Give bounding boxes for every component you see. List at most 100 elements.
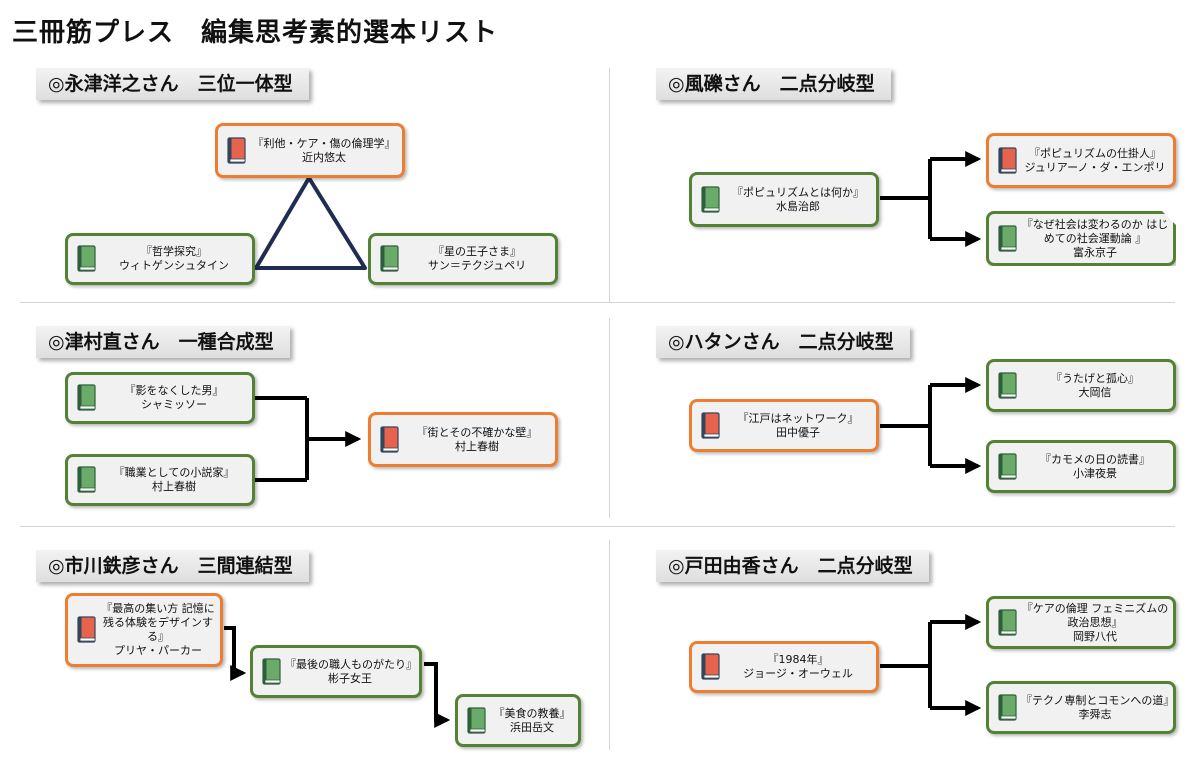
green-book-icon [997, 608, 1017, 636]
book-tsumura-result: 『街とその不確かな壁』村上春樹 [368, 412, 558, 467]
book-author: ウィトゲンシュタイン [119, 259, 229, 272]
book-hatan-source: 『江戸はネットワーク』田中優子 [689, 399, 879, 452]
book-tsumura-bottom: 『職業としての小説家』村上春樹 [65, 454, 255, 506]
green-book-icon [997, 371, 1017, 399]
book-text: 『最高の集い方 記憶に残る体験をデザインする』プリヤ・パーカー [100, 596, 216, 664]
book-text: 『影をなくした男』シャミッソー [100, 375, 248, 421]
green-book-icon [76, 245, 96, 272]
book-author: ジュリアーノ・ダ・エンポリ [1024, 160, 1166, 174]
book-toda-source: 『1984年』ジョージ・オーウェル [689, 641, 879, 693]
book-hatan-bottom: 『カモメの日の読書』小津夜景 [986, 440, 1176, 493]
book-title: 『星の王子さま』 [433, 245, 521, 258]
tsumura-merge-connector [255, 396, 362, 482]
section-label-tsumura: ◎津村直さん 一種合成型 [36, 326, 290, 358]
toda-branch-connector [880, 614, 982, 716]
book-author: 富永京子 [1073, 245, 1117, 259]
row-divider [20, 526, 1175, 527]
triad-triangle [254, 176, 367, 270]
green-book-icon [76, 384, 96, 411]
book-ichikawa-first: 『最高の集い方 記憶に残る体験をデザインする』プリヤ・パーカー [65, 593, 223, 667]
book-author: ジョージ・オーウェル [743, 667, 853, 680]
book-title: 『ケアの倫理 フェミニズムの政治思想』 [1021, 601, 1169, 629]
book-text: 『うたげと孤心』大岡信 [1021, 362, 1169, 409]
book-text: 『テクノ専制とコモンへの道』李舜志 [1021, 684, 1175, 731]
green-book-icon [76, 466, 96, 493]
book-author: 李舜志 [1078, 707, 1112, 721]
section-label-nagatsu: ◎永津洋之さん 三位一体型 [36, 68, 309, 100]
column-divider [609, 68, 610, 302]
column-divider [609, 318, 610, 518]
book-author: 田中優子 [776, 425, 820, 439]
book-nagatsu-right: 『星の王子さま』サン＝テクジュペリ [368, 233, 558, 285]
book-text: 『職業としての小説家』村上春樹 [100, 457, 248, 503]
book-title: 『職業としての小説家』 [113, 466, 235, 479]
red-book-icon [997, 146, 1017, 174]
book-nagatsu-top: 『利他・ケア・傷の倫理学』近内悠太 [215, 123, 405, 178]
book-title: 『哲学探究』 [141, 245, 207, 258]
column-divider [609, 540, 610, 750]
green-book-icon [997, 452, 1017, 480]
book-author: プリヤ・パーカー [114, 644, 202, 657]
hatan-branch-connector [880, 377, 982, 474]
book-title: 『ポピュリズムとは何か』 [732, 185, 864, 199]
book-text: 『江戸はネットワーク』田中優子 [724, 402, 872, 449]
book-text: 『カモメの日の読書』小津夜景 [1021, 443, 1169, 490]
book-fureki-source: 『ポピュリズムとは何か』水島治郎 [689, 172, 879, 227]
red-book-icon [700, 411, 720, 439]
red-book-icon [76, 616, 96, 643]
book-title: 『最後の職人ものがたり』 [285, 657, 417, 671]
book-text: 『星の王子さま』サン＝テクジュペリ [403, 236, 551, 282]
book-author: 小津夜景 [1073, 466, 1117, 480]
red-book-icon [226, 136, 246, 164]
book-ichikawa-second: 『最後の職人ものがたり』彬子女王 [250, 645, 422, 698]
book-text: 『最後の職人ものがたり』彬子女王 [285, 648, 417, 695]
book-author: 近内悠太 [302, 150, 346, 164]
book-toda-bottom: 『テクノ専制とコモンへの道』李舜志 [986, 681, 1176, 734]
green-book-icon [997, 693, 1017, 721]
book-title: 『街とその不確かな壁』 [416, 425, 538, 439]
book-text: 『美食の教養』浜田岳文 [490, 697, 574, 744]
book-title: 『江戸はネットワーク』 [737, 411, 859, 425]
book-tsumura-top: 『影をなくした男』シャミッソー [65, 372, 255, 424]
book-title: 『テクノ専制とコモンへの道』 [1021, 693, 1175, 707]
book-nagatsu-left: 『哲学探究』ウィトゲンシュタイン [65, 233, 255, 285]
row-divider [20, 302, 1175, 303]
book-hatan-top: 『うたげと孤心』大岡信 [986, 359, 1176, 412]
book-title: 『ポピュリズムの仕掛人』 [1029, 146, 1161, 160]
green-book-icon [997, 225, 1017, 252]
section-label-toda: ◎戸田由香さん 二点分岐型 [656, 550, 929, 582]
page-title: 三冊筋プレス 編集思考素的選本リスト [12, 18, 499, 48]
book-text: 『ポピュリズムの仕掛人』ジュリアーノ・ダ・エンポリ [1021, 136, 1169, 185]
red-book-icon [700, 653, 720, 680]
red-book-icon [379, 425, 399, 453]
book-fureki-bottom: 『なぜ社会は変わるのか はじめての社会運動論 』富永京子 [986, 211, 1176, 266]
book-fureki-top: 『ポピュリズムの仕掛人』ジュリアーノ・ダ・エンポリ [986, 133, 1176, 188]
book-author: 水島治郎 [776, 199, 820, 213]
green-book-icon [700, 185, 720, 213]
book-author: 村上春樹 [455, 439, 499, 453]
book-text: 『1984年』ジョージ・オーウェル [724, 644, 872, 690]
book-title: 『最高の集い方 記憶に残る体験をデザインする』 [101, 602, 215, 643]
book-title: 『影をなくした男』 [124, 384, 224, 397]
book-title: 『なぜ社会は変わるのか はじめての社会運動論 』 [1021, 217, 1169, 245]
book-title: 『1984年』 [767, 653, 829, 666]
section-label-hatan: ◎ハタンさん 二点分岐型 [656, 326, 910, 358]
section-label-fureki: ◎風礫さん 二点分岐型 [656, 68, 891, 100]
book-text: 『利他・ケア・傷の倫理学』近内悠太 [250, 126, 398, 175]
green-book-icon [379, 245, 399, 272]
book-ichikawa-third: 『美食の教養』浜田岳文 [455, 694, 581, 747]
green-book-icon [261, 657, 281, 685]
book-text: 『街とその不確かな壁』村上春樹 [403, 415, 551, 464]
book-author: 浜田岳文 [510, 720, 554, 734]
fureki-branch-connector [880, 151, 982, 247]
book-author: 彬子女王 [328, 671, 372, 685]
book-toda-top: 『ケアの倫理 フェミニズムの政治思想』岡野八代 [986, 596, 1176, 649]
book-text: 『なぜ社会は変わるのか はじめての社会運動論 』富永京子 [1021, 214, 1169, 263]
green-book-icon [466, 706, 486, 734]
book-author: 岡野八代 [1073, 629, 1117, 643]
book-title: 『利他・ケア・傷の倫理学』 [252, 136, 396, 150]
book-text: 『ポピュリズムとは何か』水島治郎 [724, 175, 872, 224]
book-text: 『ケアの倫理 フェミニズムの政治思想』岡野八代 [1021, 599, 1169, 646]
book-author: 村上春樹 [152, 480, 196, 493]
book-title: 『カモメの日の読書』 [1040, 452, 1150, 466]
